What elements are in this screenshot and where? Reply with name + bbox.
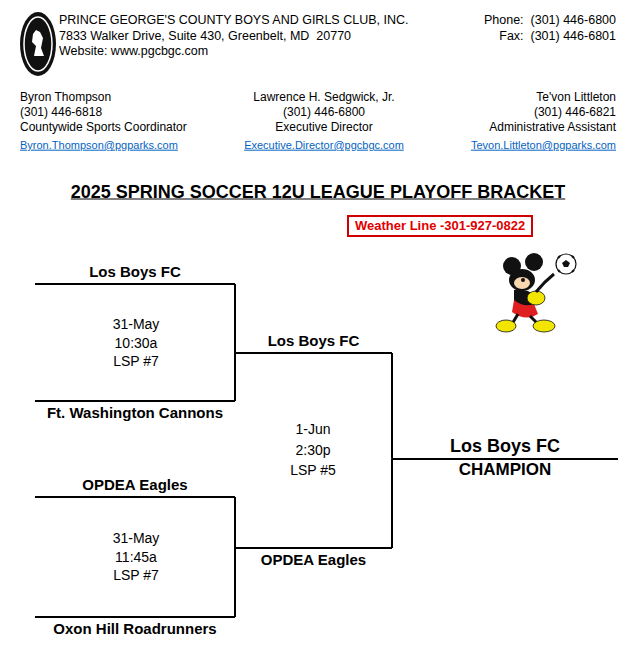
- contact-text: Phone: (301) 446-6800: [484, 13, 616, 27]
- match-info: LSP #7: [113, 353, 159, 369]
- contact-text: Executive Director: [275, 121, 372, 135]
- logo-ring: [24, 17, 52, 71]
- bracket-title: 2025 SPRING SOCCER 12U LEAGUE PLAYOFF BR…: [71, 182, 565, 203]
- email-link: Executive.Director@pgcbgc.com: [244, 139, 404, 152]
- mascot-head: [509, 269, 535, 291]
- team-name: OPDEA Eagles: [35, 476, 235, 494]
- bracket-connector: [391, 459, 393, 548]
- champion-line: [392, 458, 618, 460]
- mascot-glove: [527, 291, 545, 305]
- logo-oval: [20, 12, 56, 76]
- team-name: Ft. Washington Cannons: [35, 404, 235, 422]
- team-slot: OPDEA Eagles: [35, 476, 235, 498]
- contact-text: Countywide Sports Coordinator: [20, 121, 187, 135]
- email-link: Byron.Thompson@pgparks.com: [20, 139, 178, 152]
- mascot-nose: [521, 278, 525, 282]
- match-info: 31-May: [113, 530, 160, 546]
- match-info: LSP #7: [113, 567, 159, 583]
- mascot-shoe: [533, 320, 555, 332]
- bracket-connector: [234, 497, 236, 548]
- bracket-connector: [391, 353, 393, 459]
- contact-text: Fax: (301) 446-6801: [499, 29, 616, 43]
- match-info: 11:45a: [115, 549, 157, 565]
- club-logo: [20, 12, 56, 76]
- contact-text: Te'von Littleton: [536, 91, 616, 105]
- team-name: Oxon Hill Roadrunners: [35, 620, 235, 638]
- mascot-ear: [525, 253, 543, 271]
- mascot-illustration: [496, 253, 576, 332]
- contact-text: Byron Thompson: [20, 91, 111, 105]
- weather-line: Weather Line -301-927-0822: [355, 218, 525, 234]
- champion-slot: Los Boys FCCHAMPION: [392, 436, 618, 480]
- match-info: 1-Jun: [295, 421, 330, 437]
- mascot-shoe: [496, 320, 516, 332]
- ball-patch: [562, 260, 570, 267]
- team-slot: Los Boys FC: [235, 332, 392, 354]
- team-slot: OPDEA Eagles: [235, 547, 392, 569]
- weather-box: Weather Line -301-927-0822: [347, 215, 533, 237]
- team-name: Los Boys FC: [35, 263, 235, 281]
- match-info: LSP #5: [290, 462, 336, 478]
- team-slot: Ft. Washington Cannons: [35, 400, 235, 422]
- email-link: Tevon.Littleton@pgparks.com: [471, 139, 616, 152]
- contact-text: (301) 446-6821: [534, 106, 616, 120]
- champion-label: CHAMPION: [392, 460, 618, 480]
- ball-seams: [558, 256, 574, 272]
- match-info: 10:30a: [115, 335, 158, 351]
- team-name: Los Boys FC: [235, 332, 392, 350]
- club-name: PRINCE GEORGE'S COUNTY BOYS AND GIRLS CL…: [59, 13, 408, 27]
- mascot-legs: [512, 314, 538, 324]
- mascot-arm: [536, 274, 554, 292]
- contact-text: Administrative Assistant: [489, 121, 616, 135]
- champion-team: Los Boys FC: [392, 436, 618, 458]
- soccer-ball: [556, 254, 576, 274]
- mascot-face: [514, 277, 530, 289]
- team-slot: Los Boys FC: [35, 263, 235, 285]
- contact-text: Lawrence H. Sedgwick, Jr.: [253, 91, 394, 105]
- match-info: 31-May: [113, 316, 160, 332]
- team-name: OPDEA Eagles: [235, 551, 392, 569]
- contact-text: (301) 446-6818: [20, 106, 102, 120]
- contact-text: (301) 446-6800: [283, 106, 365, 120]
- bracket-connector: [234, 353, 236, 401]
- match-info: 2:30p: [295, 442, 330, 458]
- logo-figure: [32, 30, 44, 56]
- contact-text: Website: www.pgcbgc.com: [59, 44, 208, 58]
- contact-text: 7833 Walker Drive, Suite 430, Greenbelt,…: [59, 29, 351, 43]
- team-slot: Oxon Hill Roadrunners: [35, 616, 235, 638]
